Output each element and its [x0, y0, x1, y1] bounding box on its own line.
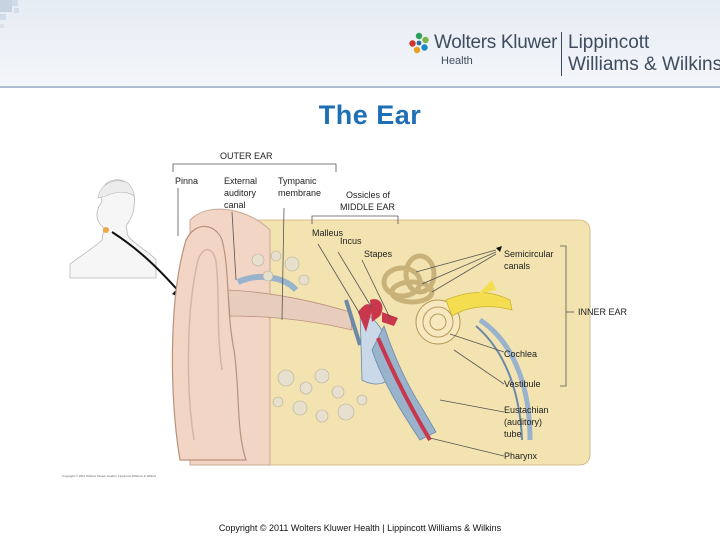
- logo-separator: [561, 32, 562, 76]
- label-inner-ear: INNER EAR: [578, 307, 628, 317]
- label-stapes: Stapes: [364, 249, 393, 259]
- label-incus: Incus: [340, 236, 362, 246]
- cochlea-shape: [415, 299, 461, 345]
- label-tympanic-line1: Tympanic: [278, 176, 317, 186]
- label-outer-ear: OUTER EAR: [220, 151, 273, 161]
- logo-publisher-line2: Williams & Wilkins: [568, 54, 720, 75]
- ear-anatomy-diagram: OUTER EAR Pinna External auditory canal …: [62, 151, 628, 478]
- label-pinna: Pinna: [175, 176, 198, 186]
- label-semicircular-line1: Semicircular: [504, 249, 554, 259]
- decor-square: [0, 14, 6, 20]
- logo-company-text: Wolters Kluwer: [434, 32, 558, 53]
- label-ossicles-line1: Ossicles of: [346, 190, 391, 200]
- stapes-shape: [382, 312, 398, 326]
- figure-copyright: Copyright © 2011 Wolters Kluwer Health |…: [62, 474, 157, 478]
- label-leader-lines: [172, 163, 574, 457]
- logo-publisher-line1: Lippincott: [568, 32, 650, 53]
- label-eustachian-line2: (auditory): [504, 417, 542, 427]
- label-eustachian-line1: Eustachian: [504, 405, 549, 415]
- eustachian-tube-shape: [371, 324, 437, 441]
- label-malleus: Malleus: [312, 228, 344, 238]
- vestibulocochlear-nerve-shape: [445, 292, 513, 317]
- decor-square: [0, 0, 12, 12]
- head-profile-illustration: [69, 179, 186, 300]
- ear-cross-section: [171, 208, 591, 466]
- label-semicircular-line2: canals: [504, 261, 531, 271]
- wolters-kluwer-mark-icon: [409, 32, 429, 54]
- slide-title: The Ear: [318, 100, 422, 130]
- label-pharynx: Pharynx: [504, 451, 538, 461]
- label-canal-line3: canal: [224, 200, 246, 210]
- label-tympanic-line2: membrane: [278, 188, 321, 198]
- ear-marker-icon: [103, 227, 109, 233]
- label-cochlea: Cochlea: [504, 349, 537, 359]
- label-ossicles-line2: MIDDLE EAR: [340, 202, 396, 212]
- leader-arrowheads: [496, 246, 502, 252]
- logo-division-text: Health: [441, 55, 473, 67]
- decor-square: [0, 24, 4, 28]
- label-eustachian-line3: tube: [504, 429, 522, 439]
- label-canal-line1: External: [224, 176, 257, 186]
- header-divider: [0, 86, 720, 88]
- malleus-shape: [358, 304, 372, 332]
- label-vestibule: Vestibule: [504, 379, 541, 389]
- footer-copyright: Copyright © 2011 Wolters Kluwer Health |…: [218, 523, 502, 533]
- label-canal-line2: auditory: [224, 188, 257, 198]
- incus-shape: [370, 299, 383, 322]
- header-banner: Wolters Kluwer Health Lippincott William…: [0, 0, 720, 88]
- decor-square: [14, 8, 19, 13]
- decor-square: [12, 0, 18, 6]
